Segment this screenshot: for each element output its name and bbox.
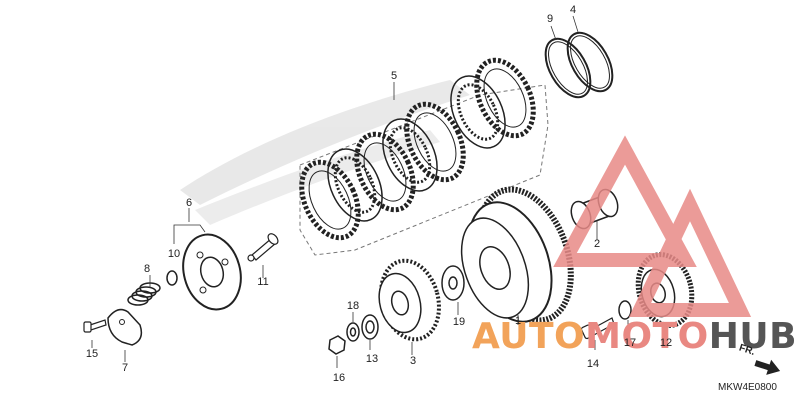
- callout-19: 19: [453, 316, 465, 328]
- callout-1: 1: [515, 315, 521, 327]
- washers-18-13: [346, 314, 379, 342]
- callout-18: 18: [347, 300, 359, 312]
- watermark-moto: MOTO: [585, 316, 709, 357]
- lock-nut-16: [328, 335, 346, 355]
- callout-3: 3: [410, 355, 416, 367]
- callout-15: 15: [86, 348, 98, 360]
- lifter-rod-11: [247, 233, 279, 262]
- clutch-center: [378, 258, 441, 342]
- figure-code: MKW4E0800: [718, 382, 777, 393]
- svg-text:AUTOMOTOHUB: AUTOMOTOHUB: [472, 316, 797, 357]
- bolt-14: [580, 317, 615, 340]
- callout-17: 17: [624, 337, 636, 349]
- background-logo: [180, 80, 470, 225]
- front-direction-label: FR.: [738, 343, 757, 359]
- callout-7: 7: [122, 362, 128, 374]
- watermark-logo: [553, 135, 752, 317]
- callout-5: 5: [391, 70, 397, 82]
- pressure-plate: [182, 233, 242, 311]
- bolt-15: [83, 319, 107, 333]
- callout-10: 10: [168, 248, 180, 260]
- callout-16: 16: [333, 372, 345, 384]
- front-arrow-icon: [754, 359, 781, 375]
- clutch-plates: [299, 57, 536, 241]
- plates-group-frame: [299, 84, 549, 256]
- callout-11: 11: [257, 276, 268, 288]
- washer-17: [618, 300, 632, 320]
- watermark-auto: AUTO: [472, 316, 585, 357]
- callout-4: 4: [570, 4, 576, 16]
- callout-6: 6: [186, 197, 192, 209]
- lifter-plate-7: [107, 308, 143, 346]
- front-direction-indicator: FR.: [738, 343, 781, 375]
- callout-2: 2: [594, 238, 600, 250]
- clutch-spring-8: [127, 282, 161, 306]
- washer-19: [441, 265, 465, 301]
- snap-rings: [544, 31, 614, 99]
- clutch-outer-housing: [460, 186, 574, 324]
- callout-9: 9: [547, 13, 553, 25]
- callout-8: 8: [144, 263, 150, 275]
- o-ring-10: [166, 270, 178, 286]
- callout-13: 13: [366, 353, 378, 365]
- watermark-hub: HUB: [709, 316, 797, 357]
- leader-lines: [91, 15, 666, 368]
- callout-14: 14: [587, 358, 599, 370]
- callout-12: 12: [660, 337, 672, 349]
